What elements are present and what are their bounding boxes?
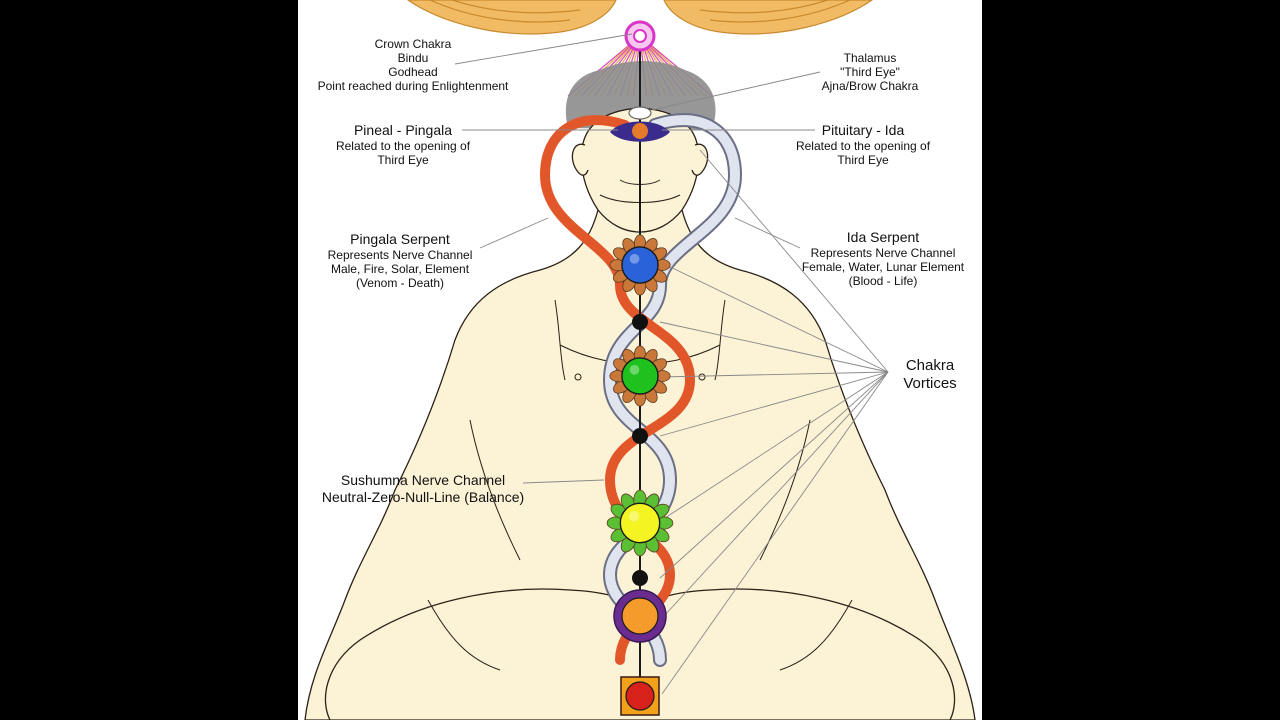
sushumna-label: Sushumna Nerve Channel Neutral-Zero-Null… [298,472,548,505]
nadi-knot-1 [632,314,648,330]
sushumna-line-2: Neutral-Zero-Null-Line (Balance) [321,488,525,505]
pituitary-line-2: Third Eye [837,152,889,167]
chakra-vortices-line-1: Chakra [905,357,955,374]
chakra-core [621,357,659,395]
root-chakra [625,681,655,711]
black-bar-right [980,0,1280,720]
crown-line-1: Crown Chakra [374,37,452,51]
pineal-label: Pineal - Pingala Related to the opening … [318,122,488,167]
pingala-serpent-line-1: Represents Nerve Channel [327,247,473,262]
ida-serpent-line-1: Represents Nerve Channel [810,245,956,260]
black-bar-left [0,0,300,720]
nadi-knot-2 [632,428,648,444]
crown-line-4: Point reached during Enlightenment [317,79,509,94]
chakra-highlight [628,511,640,522]
right-ear [691,143,709,176]
solar-plexus-chakra [606,489,674,557]
thalamus-line-3: Ajna/Brow Chakra [821,79,919,94]
crown-chakra-label: Crown Chakra Bindu Godhead Point reached… [298,37,528,94]
thalamus-line-2: "Third Eye" [840,65,900,80]
chakra-core [621,246,659,284]
chakra-highlight [629,254,640,264]
pingala-serpent-title: Pingala Serpent [350,231,450,247]
wings [406,0,874,35]
crown-line-3: Godhead [388,65,438,80]
pituitary-title: Pituitary - Ida [821,122,905,138]
chakra-column [606,234,674,716]
leader-lines [454,33,889,695]
crown-chakra-icon [624,20,656,52]
pineal-line-2: Third Eye [377,152,429,167]
ida-serpent-label: Ida Serpent Represents Nerve Channel Fem… [788,229,978,288]
ida-serpent-title: Ida Serpent [846,229,920,245]
pingala-serpent-line-3: (Venom - Death) [355,275,445,290]
pituitary-label: Pituitary - Ida Related to the opening o… [778,122,948,167]
pingala-serpent-line-2: Male, Fire, Solar, Element [330,261,470,276]
ida-serpent [604,115,741,665]
thalamus-oval [628,106,652,120]
thalamus-line-1: Thalamus [843,51,897,65]
chakra-vortices-label: Chakra Vortices [880,357,980,392]
right-wing [663,0,874,35]
pituitary-line-1: Related to the opening of [795,138,931,153]
ida-serpent-line-2: Female, Water, Lunar Element [801,259,965,274]
left-wing [406,0,617,35]
crown-line-2: Bindu [397,51,429,66]
chakra-highlight [629,365,640,375]
chakra-vortices-line-2: Vortices [903,374,957,392]
sacral-chakra [613,589,667,643]
pingala-serpent [539,115,696,665]
pingala-serpent-label: Pingala Serpent Represents Nerve Channel… [315,231,485,290]
pineal-line-1: Related to the opening of [335,138,471,153]
left-ear [571,143,589,176]
sacral-core [621,597,659,635]
throat-chakra [609,234,671,296]
pineal-title: Pineal - Pingala [353,122,453,138]
heart-chakra [609,345,671,407]
thalamus-label: Thalamus "Third Eye" Ajna/Brow Chakra [795,51,945,93]
sushumna-line-1: Sushumna Nerve Channel [340,472,506,488]
chakra-core [619,502,661,544]
nadi-knot-3 [632,570,648,586]
ida-serpent-line-3: (Blood - Life) [848,273,918,288]
third-eye-center [632,123,648,139]
